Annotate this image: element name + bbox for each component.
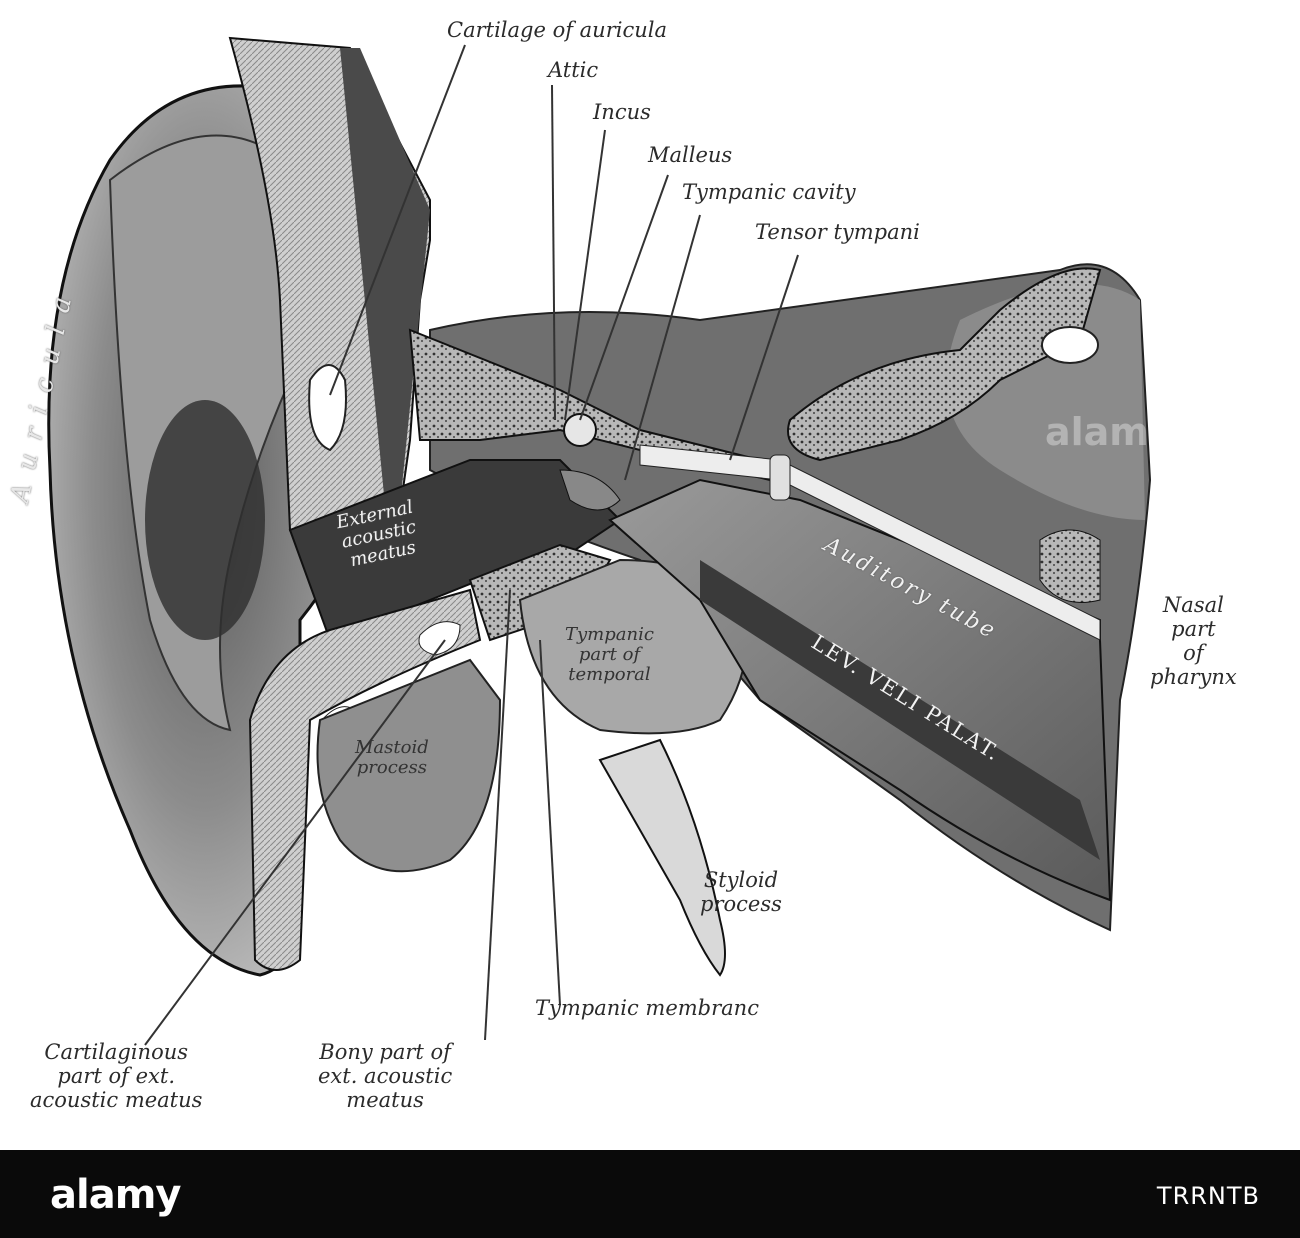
ossicles	[563, 413, 597, 447]
label-bony-part: Bony part of ext. acoustic meatus	[318, 1040, 453, 1112]
watermark: alamy	[1045, 410, 1174, 454]
label-tympanic-cavity: Tympanic cavity	[682, 180, 856, 204]
label-attic: Attic	[548, 58, 599, 82]
mastoid-process	[316, 658, 502, 873]
stock-footer-bar: alamy TRRNTB	[0, 1150, 1300, 1238]
ear-drawing	[47, 36, 1152, 1046]
label-tympanic-part-of-temporal: Tympanic part of temporal	[565, 624, 654, 685]
label-cartilage-of-auricula: Cartilage of auricula	[447, 18, 667, 42]
anatomy-illustration: Cartilage of auricula Attic Incus Malleu…	[5, 18, 1237, 1112]
label-incus: Incus	[593, 100, 651, 124]
alamy-logo: alamy	[50, 1172, 181, 1218]
label-tensor-tympani: Tensor tympani	[755, 220, 920, 244]
label-nasal-part-of-pharynx: Nasal part of pharynx	[1150, 593, 1237, 689]
sphenoid-fragment	[787, 267, 1102, 462]
label-malleus: Malleus	[648, 143, 733, 167]
label-styloid-process: Styloid process	[700, 868, 782, 916]
label-mastoid-process: Mastoid process	[355, 737, 429, 778]
styloid-process	[598, 738, 726, 977]
leader-lines	[144, 44, 799, 1046]
label-cartilaginous-part: Cartilaginous part of ext. acoustic meat…	[30, 1040, 203, 1112]
meatus-cartilage-lower	[248, 588, 482, 971]
label-tympanic-membrane: Tympanic membranc	[535, 996, 759, 1020]
image-id: TRRNTB	[1156, 1182, 1260, 1210]
